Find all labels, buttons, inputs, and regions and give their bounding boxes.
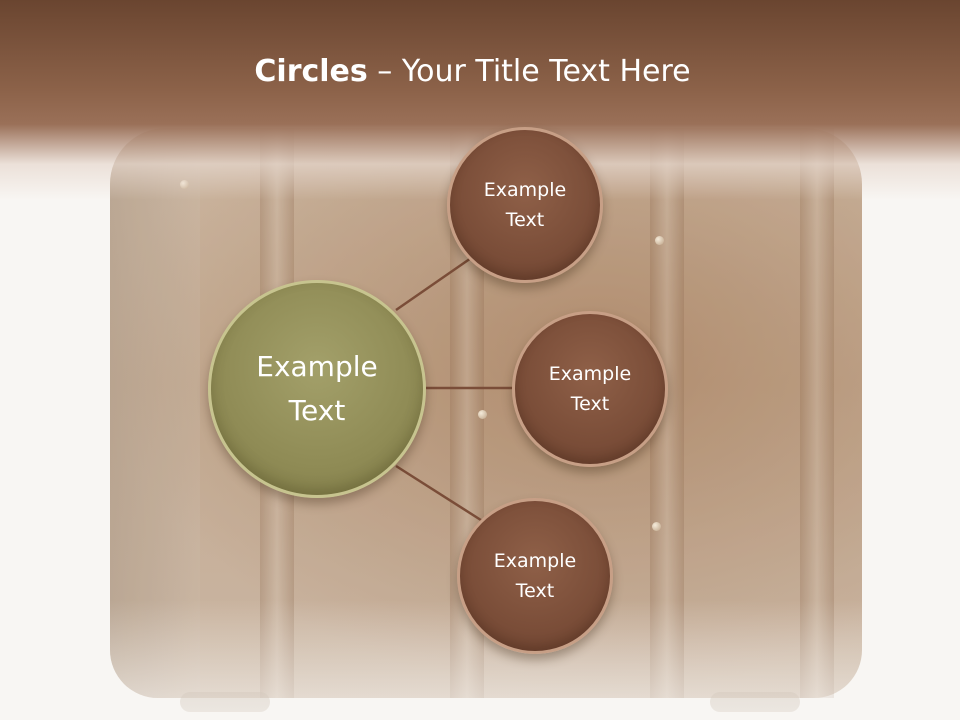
title-bold: Circles	[254, 54, 368, 89]
satellite-circle-2[interactable]: Example Text	[512, 311, 668, 467]
center-circle-label: Example Text	[256, 350, 378, 427]
connector-line-1	[395, 254, 475, 312]
title-rest: – Your Title Text Here	[367, 54, 691, 89]
rivet-icon	[655, 236, 664, 245]
rivet-icon	[478, 410, 487, 419]
satellite-circle-label: Example Text	[548, 363, 632, 415]
satellite-circle-label: Example Text	[483, 179, 567, 231]
center-circle[interactable]: Example Text	[208, 280, 426, 498]
slide-title[interactable]: Circles – Your Title Text Here	[0, 54, 945, 89]
satellite-circle-label: Example Text	[493, 550, 577, 602]
connector-line-3	[395, 464, 485, 524]
satellite-circle-3[interactable]: Example Text	[457, 498, 613, 654]
satellite-circle-1[interactable]: Example Text	[447, 127, 603, 283]
rivet-icon	[652, 522, 661, 531]
